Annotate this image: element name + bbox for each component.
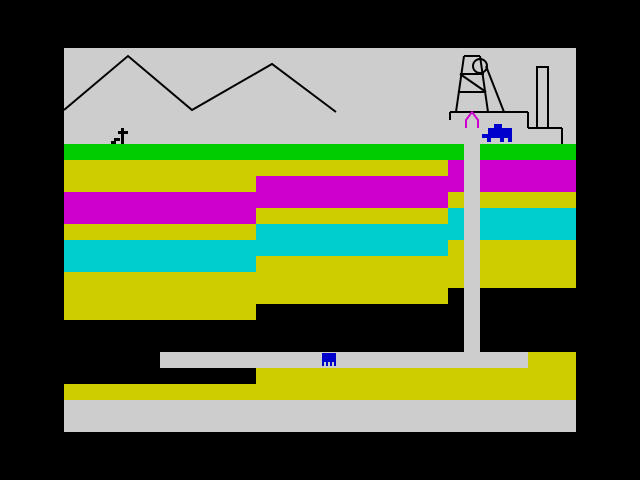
stratum-cyan-left <box>64 240 256 272</box>
bedrock <box>64 400 576 432</box>
mine-cart <box>482 124 512 142</box>
deposit-right <box>528 352 576 368</box>
deposit-lower <box>256 368 576 384</box>
mine-shaft <box>464 128 480 352</box>
chimney <box>536 66 549 129</box>
pithead-tower <box>449 55 563 144</box>
stratum-magenta-mid <box>256 176 448 208</box>
deposit-bottom <box>64 384 576 400</box>
lift-arrow <box>465 110 479 128</box>
mountain-range <box>63 54 337 113</box>
stratum-magenta-left <box>64 192 256 224</box>
grass <box>64 144 576 160</box>
miner-figure <box>111 128 128 144</box>
stratum-cyan-mid <box>256 224 448 256</box>
tunnel-miner <box>322 353 336 366</box>
tunnel <box>160 352 528 368</box>
